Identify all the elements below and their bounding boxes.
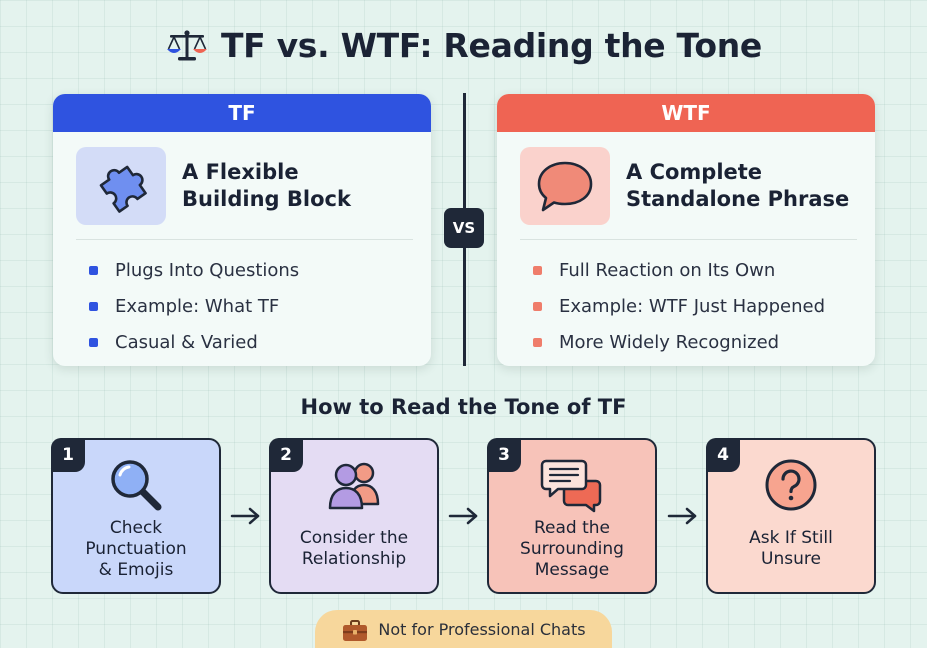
- bullet-dot: [89, 337, 98, 347]
- tf-card-header: TF: [53, 94, 431, 132]
- wtf-bullet-list: Full Reaction on Its Own Example: WTF Ju…: [497, 240, 875, 360]
- arrow-right-icon: [667, 507, 697, 525]
- list-item: Full Reaction on Its Own: [533, 252, 875, 288]
- bullet-dot: [89, 301, 98, 311]
- people-icon: [328, 462, 380, 510]
- step-label: Read the Surrounding Message: [520, 517, 624, 580]
- tf-card: TF A Flexible Building Block Plugs Into …: [53, 94, 431, 366]
- wtf-divider: [520, 239, 857, 240]
- chat-bubbles-icon: [540, 459, 602, 513]
- magnifying-glass-icon: [111, 460, 162, 511]
- step-number: 2: [269, 438, 303, 472]
- step-card-4: 4 Ask If Still Unsure: [706, 438, 876, 594]
- list-item: Example: What TF: [89, 288, 431, 324]
- step-card-1: 1 Check Punctuation & Emojis: [51, 438, 221, 594]
- wtf-icon-box: [520, 146, 610, 225]
- bullet-dot: [533, 337, 542, 347]
- tf-bullet-list: Plugs Into Questions Example: What TF Ca…: [53, 240, 431, 360]
- step-number: 4: [706, 438, 740, 472]
- step-label: Consider the Relationship: [299, 528, 409, 569]
- briefcase-icon: [343, 620, 368, 641]
- tf-divider: [76, 239, 413, 240]
- step-number: 1: [51, 438, 85, 472]
- step-card-2: 2 Consider the Relationship: [269, 438, 439, 594]
- step-label: Ask If Still Unsure: [749, 528, 833, 569]
- step-label: Check Punctuation & Emojis: [85, 517, 187, 580]
- bullet-dot: [533, 301, 542, 311]
- wtf-card: WTF A Complete Standalone Phrase Full Re…: [497, 94, 875, 366]
- step-card-3: 3 Read the Surrounding Message: [487, 438, 657, 594]
- scales-icon: [166, 29, 207, 60]
- bullet-dot: [89, 265, 98, 275]
- tf-card-heading: A Flexible Building Block: [182, 159, 351, 211]
- page-title: TF vs. WTF: Reading the Tone: [0, 26, 927, 65]
- list-item: More Widely Recognized: [533, 324, 875, 360]
- tf-icon-box: [76, 146, 166, 225]
- question-circle-icon: [765, 459, 817, 511]
- steps-title: How to Read the Tone of TF: [300, 395, 627, 419]
- footer-banner: Not for Professional Chats: [315, 610, 612, 648]
- puzzle-piece-icon: [99, 165, 147, 213]
- list-item: Casual & Varied: [89, 324, 431, 360]
- footer-text: Not for Professional Chats: [378, 620, 586, 639]
- step-number: 3: [487, 438, 521, 472]
- vs-badge: VS: [444, 208, 484, 248]
- arrow-right-icon: [448, 507, 478, 525]
- bullet-dot: [533, 265, 542, 275]
- wtf-card-heading: A Complete Standalone Phrase: [626, 159, 850, 211]
- list-item: Plugs Into Questions: [89, 252, 431, 288]
- wtf-card-header: WTF: [497, 94, 875, 132]
- list-item: Example: WTF Just Happened: [533, 288, 875, 324]
- title-text: TF vs. WTF: Reading the Tone: [220, 26, 763, 65]
- arrow-right-icon: [230, 507, 260, 525]
- speech-bubble-icon: [537, 161, 593, 211]
